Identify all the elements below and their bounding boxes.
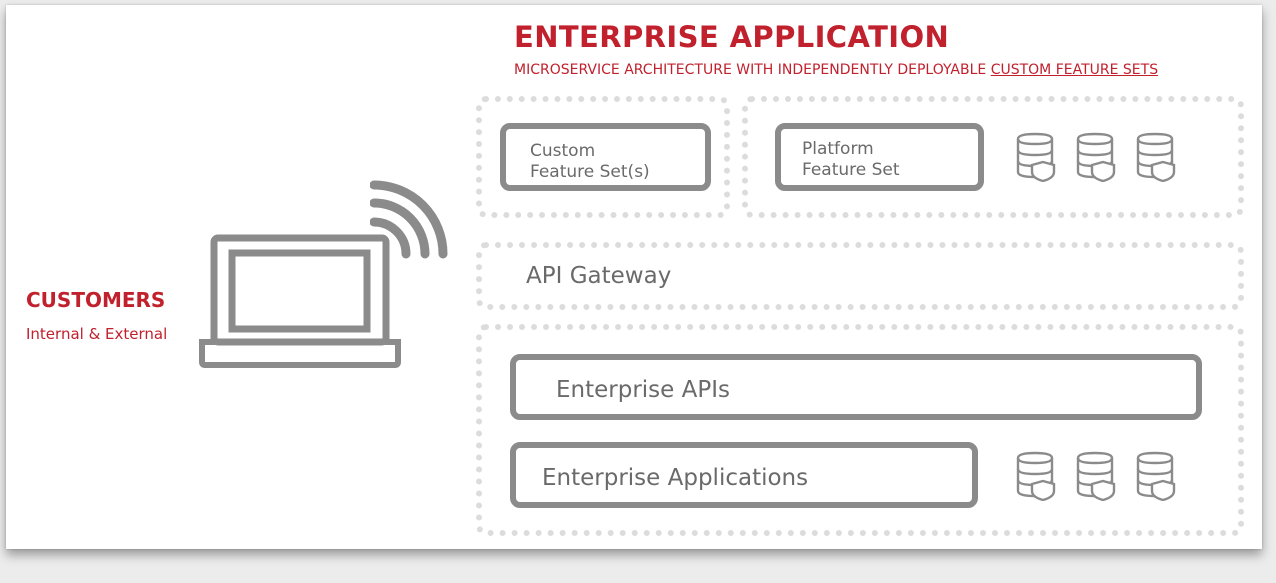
secure-database-icon bbox=[1016, 132, 1056, 182]
platform-feature-set-label: Platform Feature Set bbox=[802, 139, 900, 181]
platform-feature-set-box[interactable]: Platform Feature Set bbox=[775, 123, 984, 191]
secure-database-icon bbox=[1076, 451, 1116, 501]
enterprise-applications-box[interactable]: Enterprise Applications bbox=[510, 442, 978, 508]
custom-feature-set-label: Custom Feature Set(s) bbox=[530, 141, 650, 183]
api-gateway-box[interactable]: API Gateway bbox=[476, 242, 1244, 310]
enterprise-apis-label: Enterprise APIs bbox=[556, 377, 730, 403]
platform-label-line1: Platform bbox=[802, 139, 874, 159]
api-gateway-label: API Gateway bbox=[526, 263, 672, 289]
enterprise-group bbox=[476, 324, 1244, 536]
page-title: ENTERPRISE APPLICATION bbox=[514, 20, 950, 54]
subtitle-link[interactable]: CUSTOM FEATURE SETS bbox=[990, 62, 1159, 78]
customers-title: CUSTOMERS bbox=[26, 288, 166, 312]
custom-label-line1: Custom bbox=[530, 141, 596, 161]
secure-database-icon bbox=[1136, 132, 1176, 182]
laptop-icon bbox=[198, 234, 402, 370]
platform-feature-group bbox=[742, 96, 1244, 218]
page-subtitle: MICROSERVICE ARCHITECTURE WITH INDEPENDE… bbox=[514, 62, 1158, 78]
enterprise-apis-box[interactable]: Enterprise APIs bbox=[510, 354, 1202, 420]
wifi-signal-icon bbox=[370, 180, 450, 260]
custom-feature-group bbox=[476, 96, 730, 218]
platform-label-line2: Feature Set bbox=[802, 160, 900, 180]
custom-label-line2: Feature Set(s) bbox=[530, 162, 650, 182]
enterprise-applications-label: Enterprise Applications bbox=[542, 465, 809, 491]
custom-feature-set-box[interactable]: Custom Feature Set(s) bbox=[500, 123, 711, 191]
secure-database-icon bbox=[1016, 451, 1056, 501]
subtitle-text: MICROSERVICE ARCHITECTURE WITH INDEPENDE… bbox=[514, 62, 991, 78]
secure-database-icon bbox=[1076, 132, 1116, 182]
secure-database-icon bbox=[1136, 451, 1176, 501]
customers-subtitle: Internal & External bbox=[26, 325, 168, 343]
